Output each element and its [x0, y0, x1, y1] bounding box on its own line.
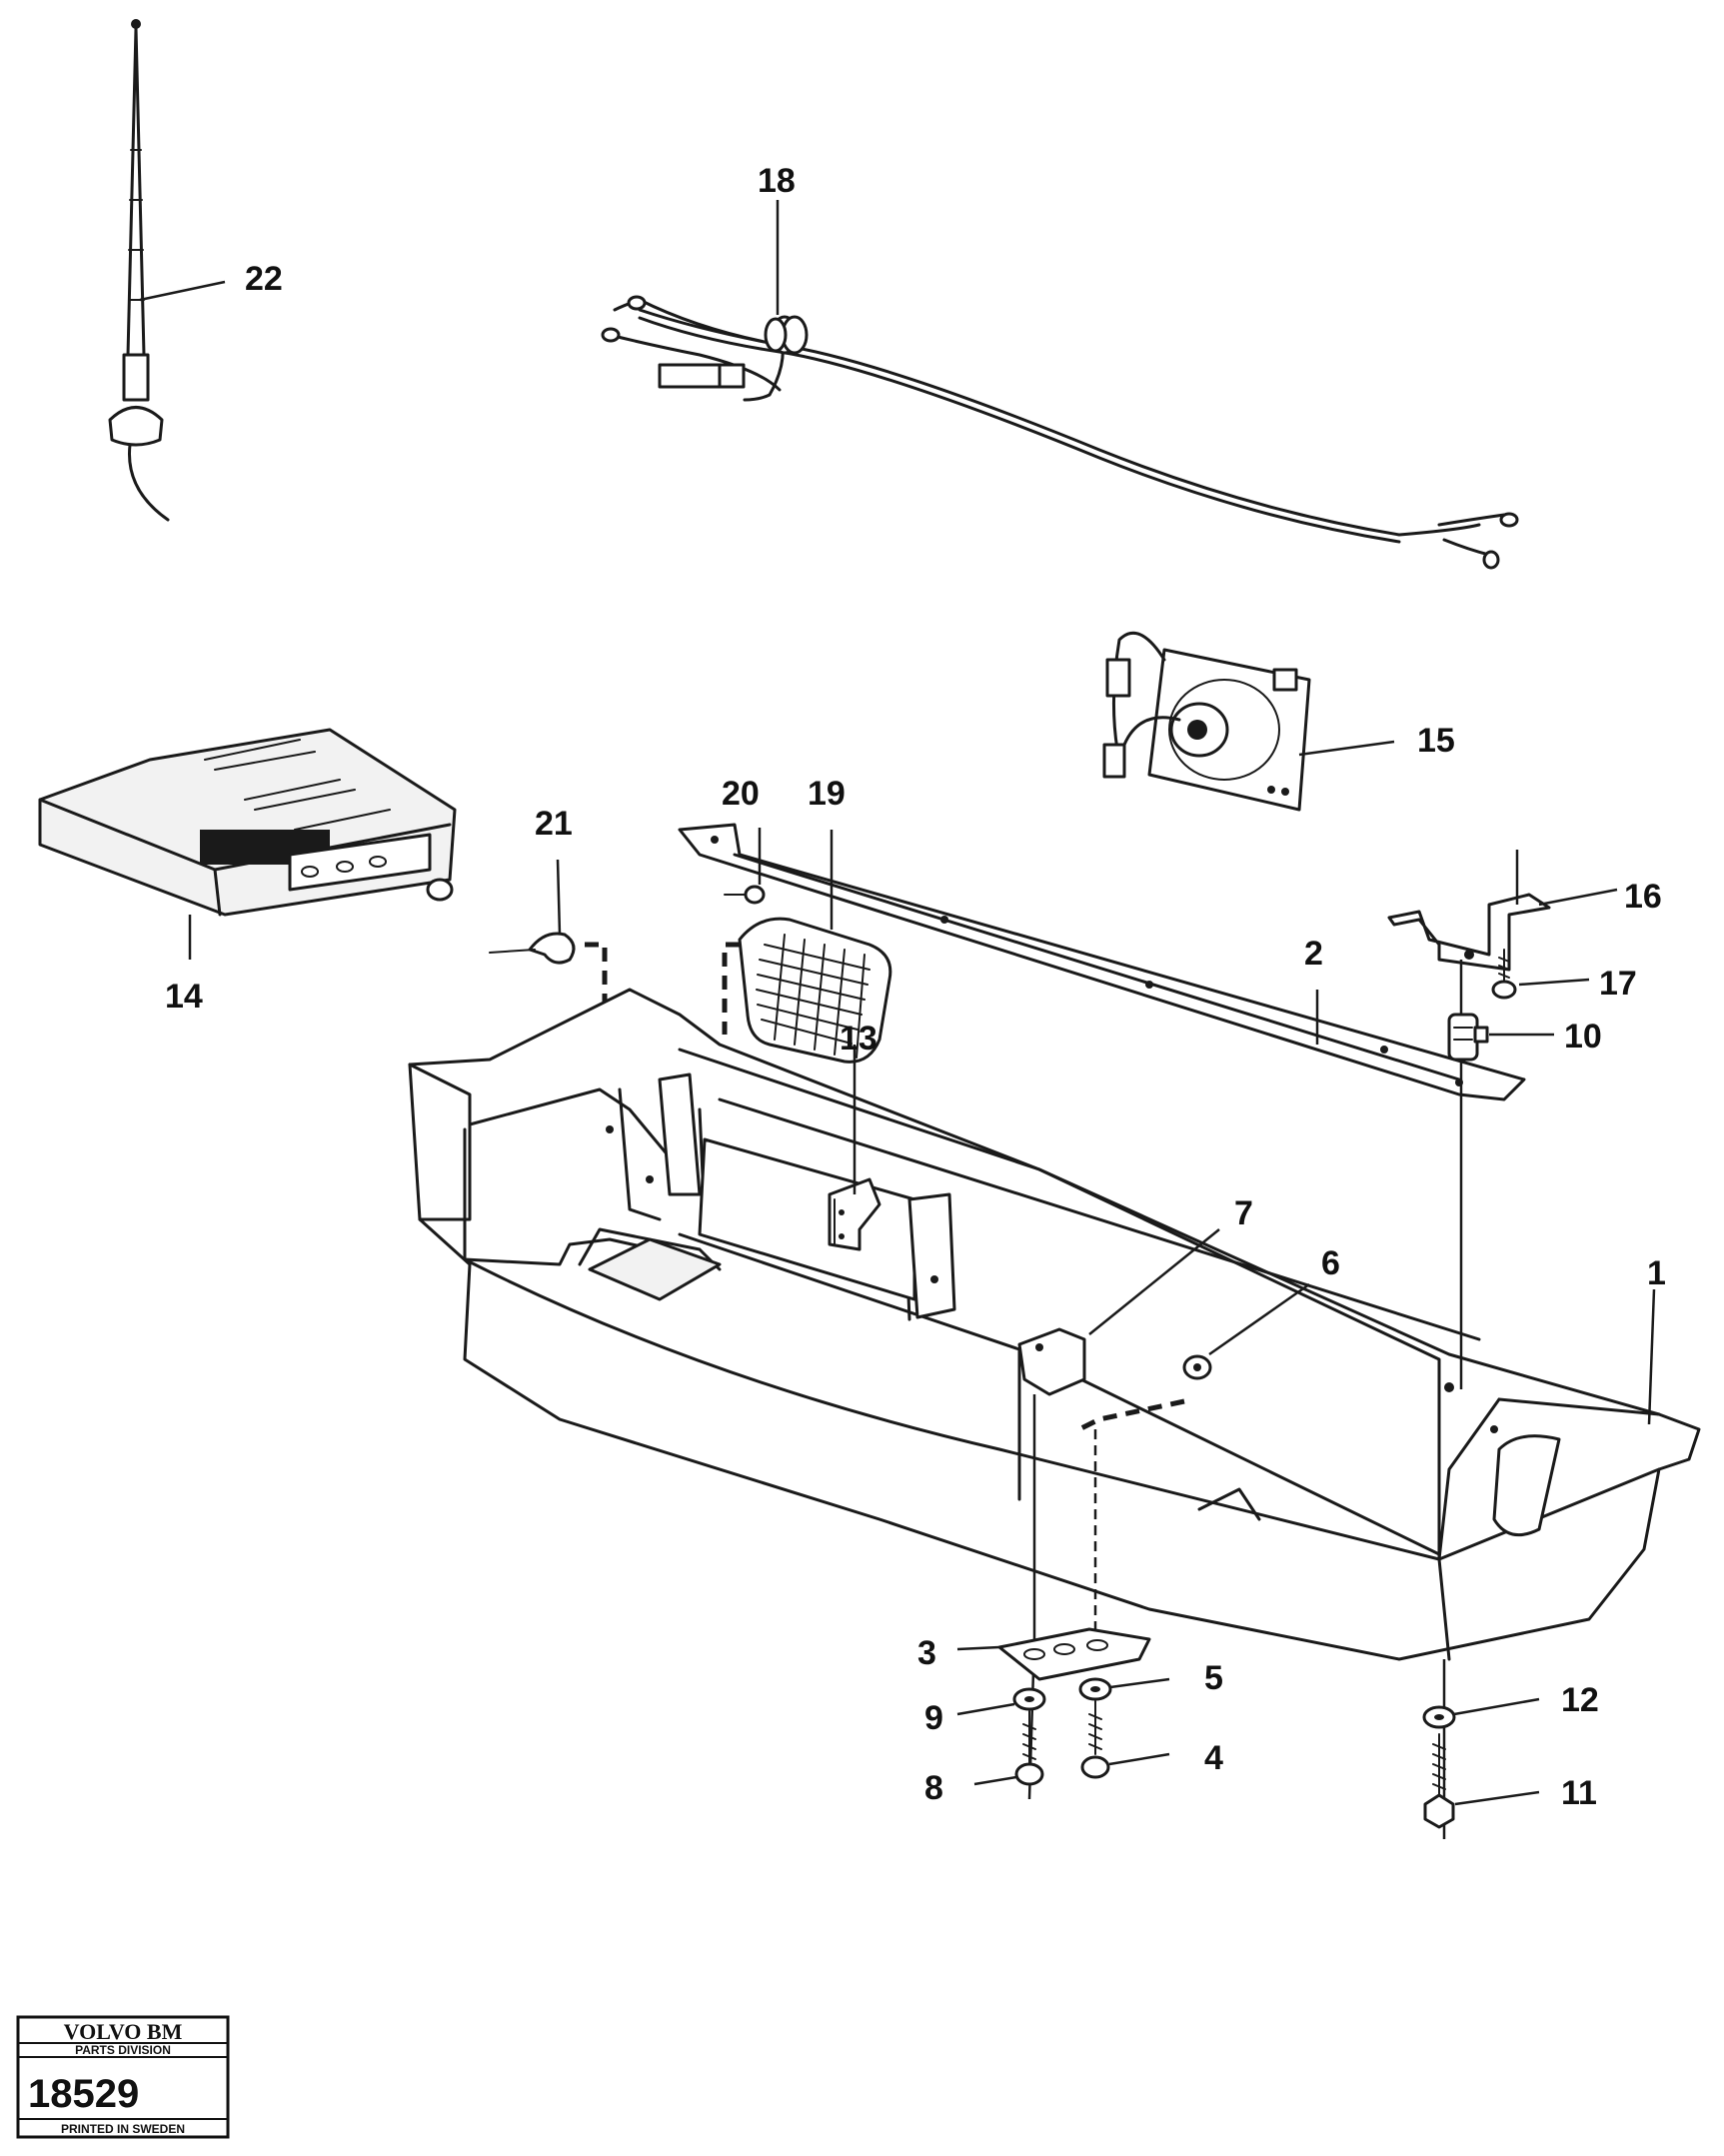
part-label-21: 21 — [535, 805, 573, 843]
part-label-12: 12 — [1561, 1681, 1599, 1719]
bracket-part-7 — [1017, 1228, 1220, 1396]
bolt-part-11 — [1423, 1733, 1540, 1829]
washer-part-12 — [1422, 1697, 1540, 1729]
part-label-6: 6 — [1321, 1244, 1340, 1282]
part-label-20: 20 — [722, 775, 760, 813]
part-label-7: 7 — [1234, 1194, 1253, 1232]
washer-part-9 — [956, 1687, 1046, 1716]
bracket-part-16 — [1387, 850, 1618, 972]
part-label-22: 22 — [245, 260, 283, 298]
clip-part-21 — [489, 859, 640, 1043]
part-label-1: 1 — [1647, 1254, 1666, 1292]
part-label-9: 9 — [924, 1699, 943, 1737]
screw-part-20 — [724, 828, 766, 905]
radio-unit-part-14 — [38, 728, 457, 960]
speaker-panel-part-15 — [1102, 631, 1395, 812]
nut-part-6 — [1077, 1282, 1310, 1432]
part-label-11: 11 — [1561, 1774, 1597, 1812]
dash-panel-part-1 — [408, 988, 1701, 1661]
screw-part-4 — [1080, 1700, 1170, 1779]
part-label-13: 13 — [840, 1020, 877, 1058]
part-label-18: 18 — [758, 162, 796, 200]
part-label-8: 8 — [924, 1769, 943, 1807]
washer-part-5 — [1078, 1677, 1170, 1701]
plate-part-3 — [956, 1627, 1151, 1681]
trim-strip-part-2 — [678, 823, 1526, 1101]
screw-part-17 — [1491, 949, 1590, 1000]
part-label-14: 14 — [165, 978, 203, 1016]
part-label-10: 10 — [1564, 1018, 1602, 1056]
part-label-4: 4 — [1204, 1739, 1223, 1777]
part-label-19: 19 — [808, 775, 846, 813]
bracket-part-13 — [828, 1045, 881, 1251]
wiring-harness-part-18 — [601, 295, 1519, 570]
antenna-part-22 — [108, 19, 170, 522]
speaker-grille-part-19 — [722, 830, 892, 1064]
badge-number: 18529 — [28, 2072, 139, 2116]
badge-division: PARTS DIVISION — [75, 2043, 171, 2057]
part-label-16: 16 — [1624, 878, 1662, 916]
part-label-3: 3 — [917, 1634, 936, 1672]
part-label-15: 15 — [1417, 722, 1455, 760]
leader-part-22 — [139, 280, 226, 302]
part-label-17: 17 — [1599, 965, 1637, 1003]
part-label-2: 2 — [1304, 935, 1323, 973]
screw-part-8 — [973, 1710, 1044, 1786]
badge-printed: PRINTED IN SWEDEN — [61, 2122, 185, 2136]
part-label-5: 5 — [1204, 1659, 1223, 1697]
spacer-part-10 — [1447, 1013, 1554, 1062]
badge-brand: VOLVO BM — [64, 2019, 183, 2044]
parts-division-badge: VOLVO BM PARTS DIVISION 18529 PRINTED IN… — [16, 2015, 230, 2139]
